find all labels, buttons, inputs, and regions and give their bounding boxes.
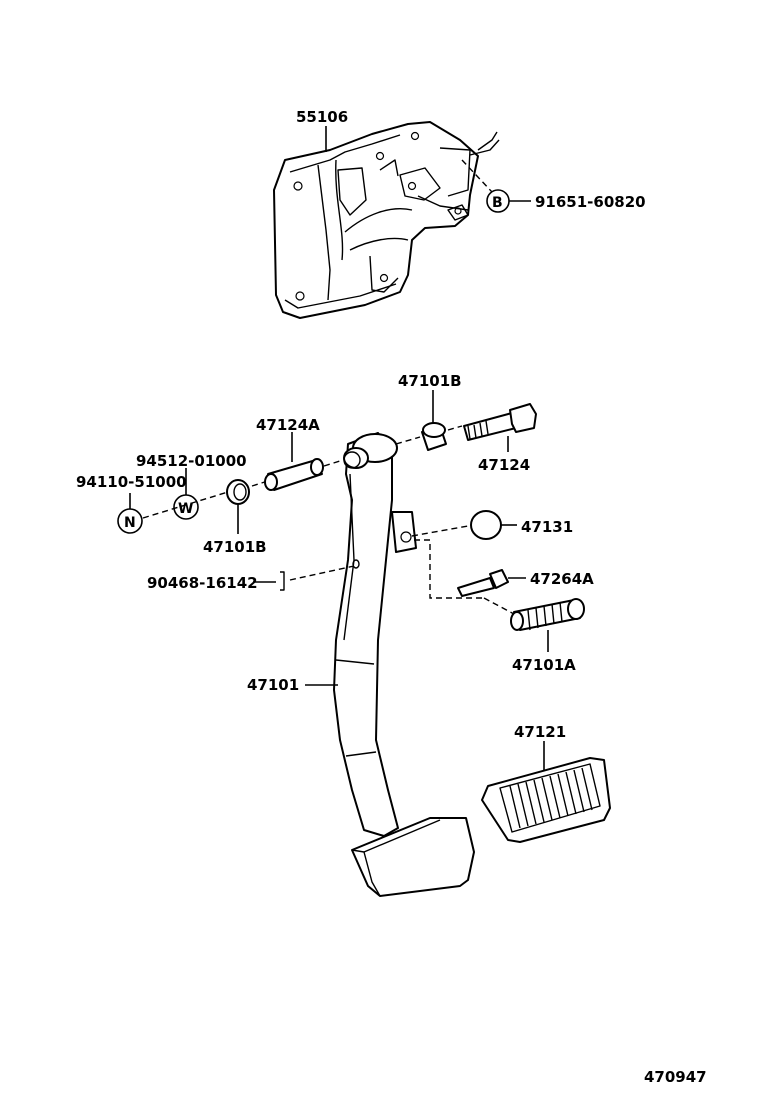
pedal-arm — [333, 432, 417, 837]
bushing-left — [226, 479, 250, 505]
label-washer: 94512-01000 — [136, 452, 247, 470]
label-bushing-left: 47101B — [203, 538, 267, 556]
label-bushing-top: 47101B — [398, 372, 462, 390]
label-nut: 94110-51000 — [76, 473, 187, 491]
label-stopper: 47131 — [521, 518, 573, 536]
label-pedal-pad: 47121 — [514, 723, 566, 741]
label-pin: 47264A — [530, 570, 594, 588]
label-bolt: 47124 — [478, 456, 530, 474]
label-bracket: 55106 — [296, 108, 348, 126]
collar — [264, 458, 324, 491]
label-bolt-b: 91651-60820 — [535, 193, 646, 211]
bracket-assembly — [273, 121, 500, 319]
stopper-cushion — [470, 510, 502, 540]
pivot-bolt — [463, 403, 537, 441]
spring-pin — [457, 569, 509, 597]
callout-b: B — [492, 195, 503, 211]
clip-part — [280, 571, 285, 591]
callout-w: W — [178, 501, 193, 517]
bushing-top — [421, 422, 447, 451]
callout-n: N — [124, 515, 136, 531]
label-pedal-arm: 47101 — [247, 676, 299, 694]
return-spring — [510, 598, 585, 631]
pedal-pad — [351, 817, 475, 897]
pedal-rubber-pad — [481, 757, 611, 843]
label-collar: 47124A — [256, 416, 320, 434]
label-spring: 47101A — [512, 656, 576, 674]
label-clip: 90468-16142 — [147, 574, 258, 592]
diagram-number: 470947 — [644, 1068, 707, 1086]
